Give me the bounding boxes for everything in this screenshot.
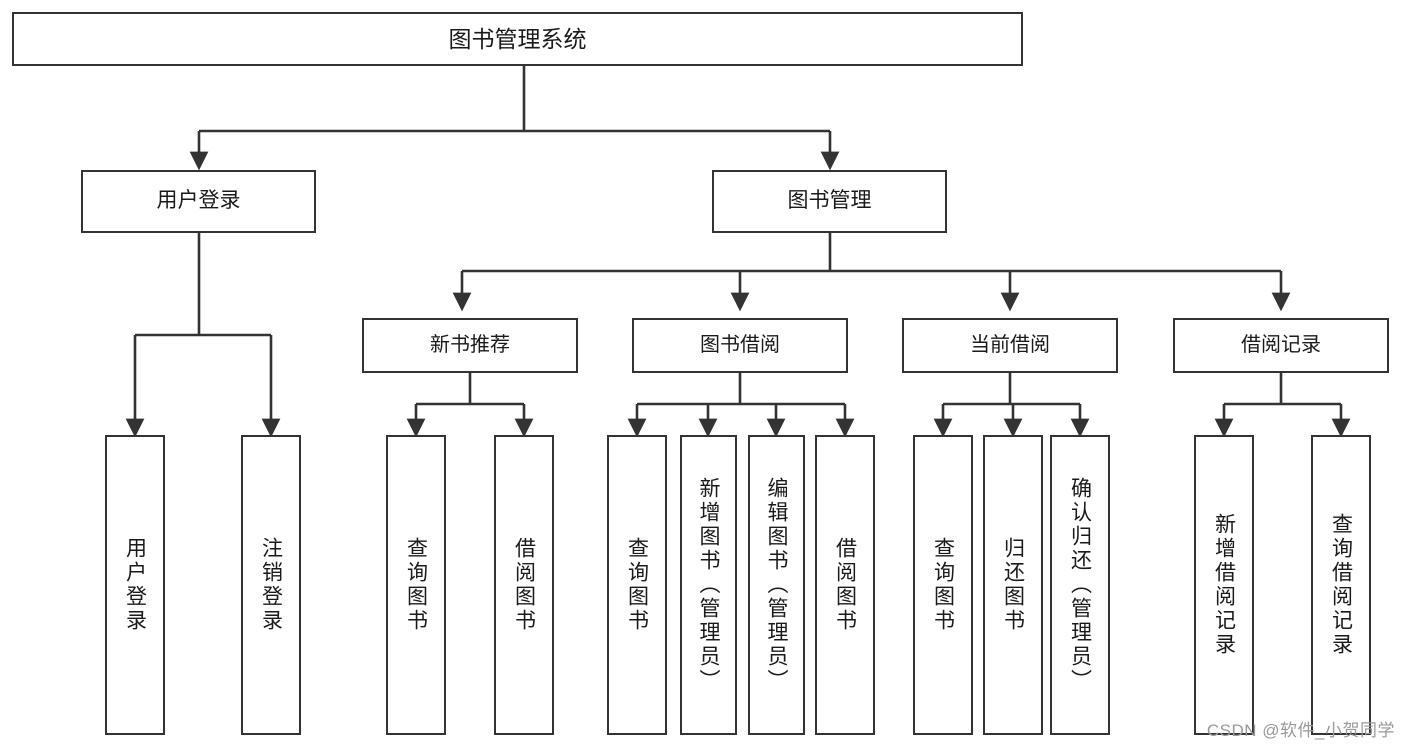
node-label: 当前借阅 bbox=[970, 334, 1050, 356]
node-label: 编辑图书（管理员） bbox=[765, 477, 789, 693]
leaf-borrow-record-add[interactable]: 新增借阅记录 bbox=[1194, 435, 1254, 735]
node-label: 用户登录 bbox=[156, 189, 241, 213]
leaf-current-borrow-return[interactable]: 归还图书 bbox=[983, 435, 1043, 735]
leaf-book-borrow-edit[interactable]: 编辑图书（管理员） bbox=[748, 435, 805, 735]
node-label: 新书推荐 bbox=[430, 334, 510, 356]
node-new-book-recommend[interactable]: 新书推荐 bbox=[362, 318, 578, 373]
leaf-current-borrow-query[interactable]: 查询图书 bbox=[913, 435, 973, 735]
node-label: 查询图书 bbox=[625, 537, 649, 633]
node-label: 借阅图书 bbox=[833, 537, 857, 633]
node-book-borrow[interactable]: 图书借阅 bbox=[632, 318, 848, 373]
leaf-book-borrow-borrow[interactable]: 借阅图书 bbox=[815, 435, 875, 735]
node-user-login[interactable]: 用户登录 bbox=[81, 170, 316, 233]
node-label: 用户登录 bbox=[123, 537, 147, 633]
node-book-management-system[interactable]: 图书管理系统 bbox=[12, 12, 1023, 66]
node-label: 查询借阅记录 bbox=[1329, 513, 1353, 657]
leaf-user-login-login[interactable]: 用户登录 bbox=[105, 435, 165, 735]
node-label: 查询图书 bbox=[404, 537, 428, 633]
leaf-new-book-borrow[interactable]: 借阅图书 bbox=[494, 435, 554, 735]
node-label: 新增借阅记录 bbox=[1212, 513, 1236, 657]
node-label: 查询图书 bbox=[931, 537, 955, 633]
leaf-book-borrow-query[interactable]: 查询图书 bbox=[607, 435, 667, 735]
node-label: 图书管理系统 bbox=[448, 25, 587, 52]
node-label: 借阅记录 bbox=[1241, 334, 1321, 356]
node-current-borrow[interactable]: 当前借阅 bbox=[902, 318, 1118, 373]
leaf-new-book-query[interactable]: 查询图书 bbox=[386, 435, 446, 735]
leaf-current-borrow-confirm-return[interactable]: 确认归还（管理员） bbox=[1050, 435, 1110, 735]
leaf-borrow-record-query[interactable]: 查询借阅记录 bbox=[1311, 435, 1371, 735]
watermark-text: CSDN @软件_小贺同学 bbox=[1206, 721, 1395, 740]
node-label: 归还图书 bbox=[1001, 537, 1025, 633]
node-label: 图书借阅 bbox=[700, 334, 780, 356]
leaf-user-login-logout[interactable]: 注销登录 bbox=[241, 435, 301, 735]
node-label: 新增图书（管理员） bbox=[697, 477, 721, 693]
node-label: 图书管理 bbox=[787, 189, 872, 213]
node-borrow-record[interactable]: 借阅记录 bbox=[1173, 318, 1389, 373]
node-label: 注销登录 bbox=[259, 537, 283, 633]
node-label: 确认归还（管理员） bbox=[1068, 477, 1092, 693]
leaf-book-borrow-add[interactable]: 新增图书（管理员） bbox=[680, 435, 737, 735]
node-book-management[interactable]: 图书管理 bbox=[712, 170, 947, 233]
node-label: 借阅图书 bbox=[512, 537, 536, 633]
